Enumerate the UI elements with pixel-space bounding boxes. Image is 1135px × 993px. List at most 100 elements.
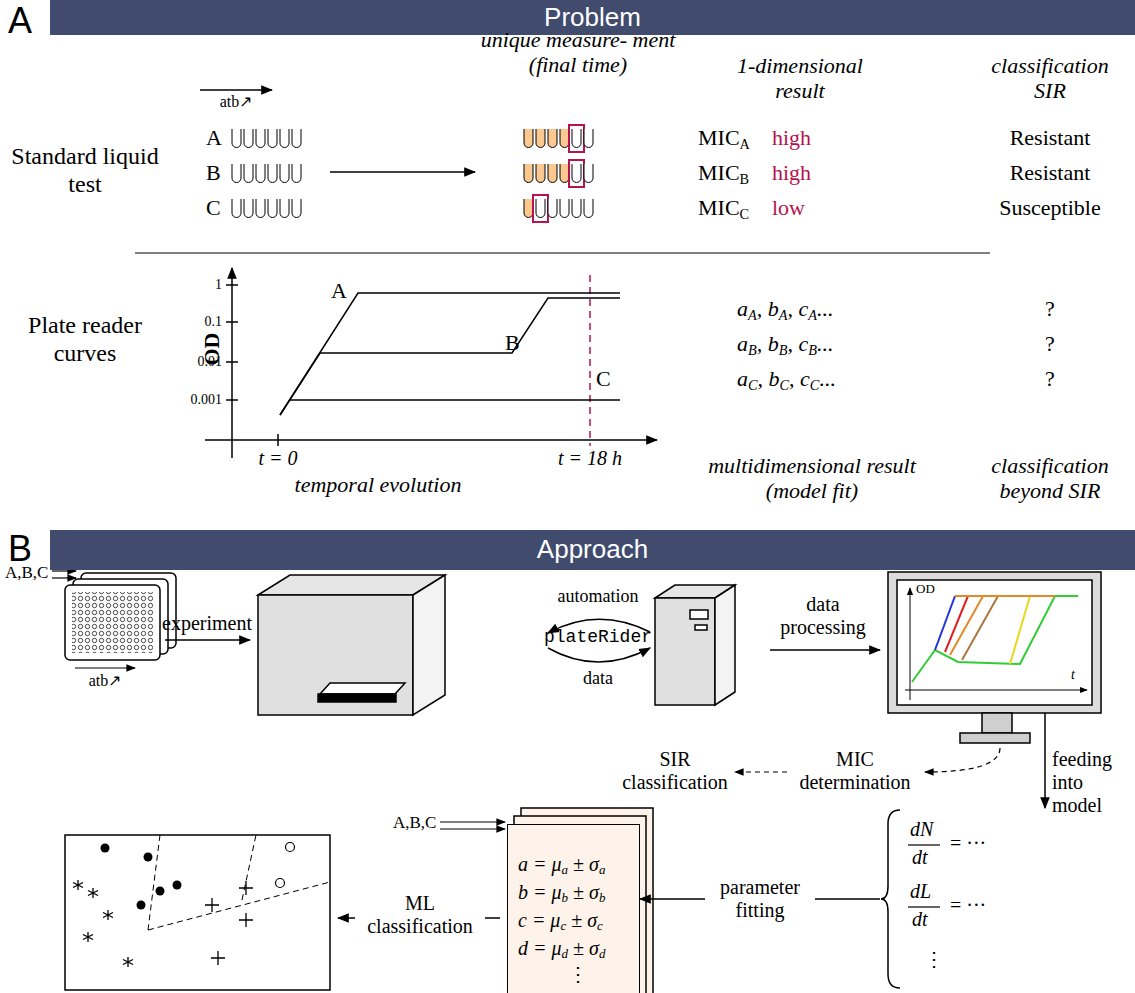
node-text: d = μd ± σd: [518, 937, 605, 962]
node-text: ⋮: [924, 948, 944, 971]
node-text: t: [1071, 667, 1075, 683]
label: data: [583, 668, 613, 689]
monitor-screen: OD t: [888, 572, 1101, 713]
tube: [280, 164, 289, 183]
node-text: c = μc ± σc: [518, 909, 603, 934]
tube: [232, 164, 241, 183]
highlight-box: [533, 195, 548, 222]
node-text: = ···: [950, 832, 986, 855]
highlight-box: [569, 125, 584, 152]
label: 1: [215, 277, 222, 293]
band-title: Approach: [537, 535, 648, 565]
node-text: OD: [916, 582, 935, 597]
node-text: dL: [910, 880, 931, 903]
tube: [280, 199, 289, 218]
tube: [536, 129, 545, 148]
label: A: [331, 278, 347, 303]
label: t = 0: [258, 447, 297, 470]
tube: [536, 199, 545, 218]
label: temporal evolution: [295, 472, 462, 497]
tube: [280, 129, 289, 148]
label: A: [206, 125, 222, 150]
label: C: [206, 195, 221, 220]
tube: [524, 129, 533, 148]
tube: [256, 164, 265, 183]
plus-marker: [205, 898, 219, 912]
label: 0.001: [191, 392, 223, 408]
label: 1-dimensional result: [720, 53, 880, 104]
tube: [232, 129, 241, 148]
star-marker: [73, 880, 83, 890]
label: multidimensional result (model fit): [697, 453, 927, 504]
label: atb↗: [89, 672, 122, 690]
label: 0.01: [198, 354, 223, 370]
tube: [232, 199, 241, 218]
label: low: [772, 195, 805, 220]
tube: [268, 199, 277, 218]
node-text: dN: [910, 818, 933, 841]
node-text: = ···: [950, 894, 986, 917]
tube: [584, 199, 593, 218]
tube: [292, 129, 301, 148]
tube: [560, 129, 569, 148]
star-marker: [88, 888, 98, 898]
tube: [572, 164, 581, 183]
label: B: [206, 160, 221, 185]
label: 0.1: [205, 314, 223, 330]
edge-label: parameter fitting: [705, 876, 815, 922]
label: Plate reader curves: [10, 312, 160, 367]
label: aA, bA, cA...: [737, 296, 833, 323]
label: MIC determination: [790, 748, 920, 794]
label: ?: [1045, 296, 1055, 321]
tube: [548, 164, 557, 183]
tube: [292, 199, 301, 218]
tube: [584, 129, 593, 148]
tube: [524, 199, 533, 218]
label: SIR classification: [615, 748, 735, 794]
node-text: b = μb ± σb: [518, 881, 605, 906]
label: high: [772, 160, 811, 185]
star-marker: [103, 910, 113, 920]
tube: [572, 129, 581, 148]
node-text: dt: [912, 908, 928, 931]
label: aC, bC, cC...: [737, 366, 836, 393]
label: MICC: [698, 195, 749, 222]
tube: [548, 129, 557, 148]
tube: [584, 164, 593, 183]
label: A,B,C: [393, 813, 436, 833]
label: high: [772, 125, 811, 150]
label: Standard liquid test: [10, 143, 160, 198]
tube: [256, 199, 265, 218]
label: A,B,C: [5, 563, 48, 583]
label: t = 18 h: [558, 447, 622, 470]
label: MICB: [698, 160, 749, 187]
plus-marker: [211, 951, 225, 965]
label: B: [505, 330, 520, 355]
tube: [268, 129, 277, 148]
model-equations: dN dt = ··· dL dt = ··· ⋮: [880, 808, 1060, 990]
label: classification beyond SIR: [975, 453, 1125, 504]
node-text: a = μa ± σa: [518, 853, 605, 878]
star-marker: [83, 932, 93, 942]
node-text: ⋮: [568, 963, 588, 986]
plus-marker: [239, 881, 253, 895]
label: MICA: [698, 125, 750, 152]
tube: [292, 164, 301, 183]
plus-marker: [239, 913, 253, 927]
label: plateRider: [544, 627, 652, 648]
label: C: [596, 366, 611, 391]
label: automation: [558, 586, 639, 607]
label: data processing: [763, 593, 883, 639]
label: classification SIR: [975, 53, 1125, 104]
tube: [244, 199, 253, 218]
tube: [244, 129, 253, 148]
star-marker: [123, 957, 133, 967]
tube: [256, 129, 265, 148]
label: aB, bB, cB...: [737, 331, 833, 358]
label: ML classification: [355, 892, 485, 938]
tube: [560, 199, 569, 218]
tube: [536, 164, 545, 183]
label: unique measure- ment (final time): [481, 27, 676, 78]
label: atb↗: [220, 93, 253, 111]
node-text: dt: [912, 846, 928, 869]
